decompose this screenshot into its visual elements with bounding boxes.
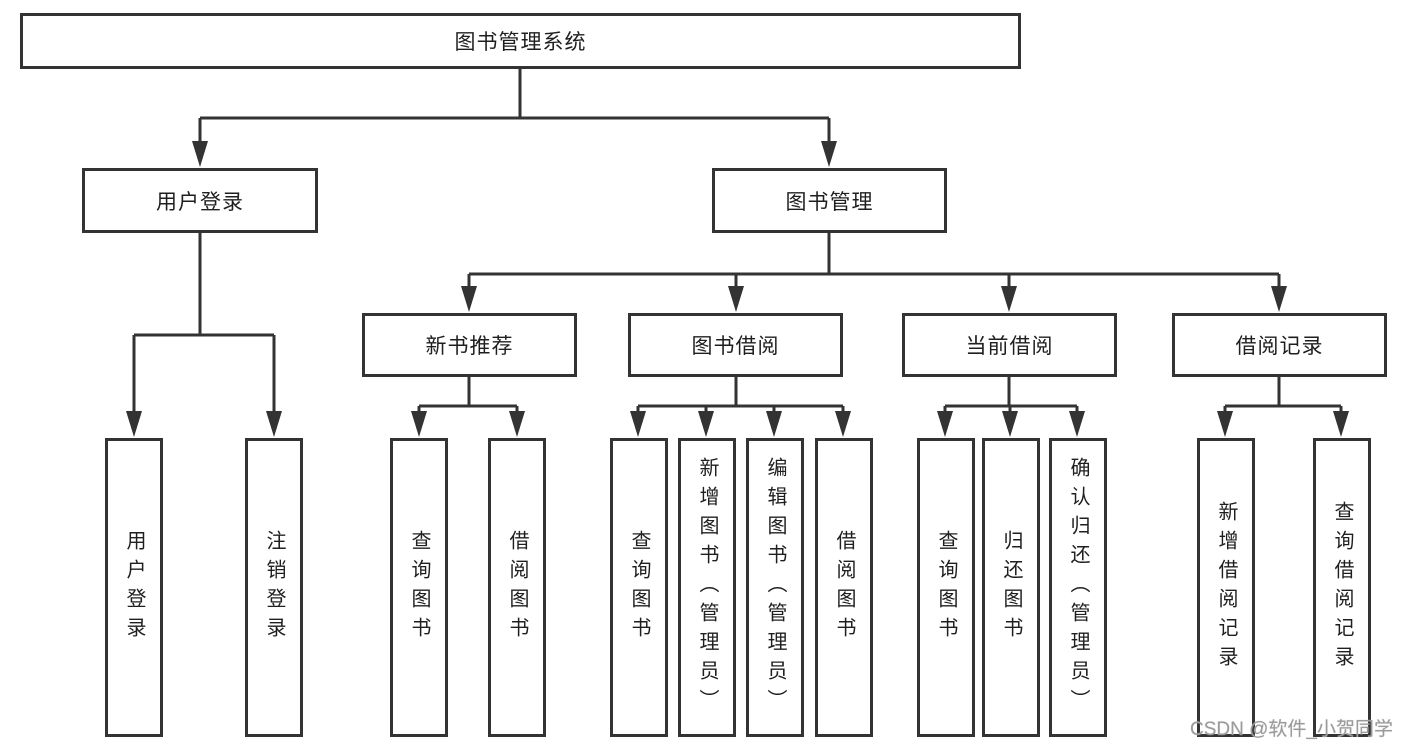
leaf-borrow-books-recommend: 借阅图书 [488,438,546,737]
tree-edges [132,68,1343,414]
leaf-query-books-current: 查询图书 [917,438,975,737]
csdn-watermark: CSDN @软件_小贺同学 [1190,719,1393,740]
arrowhead [1217,411,1233,437]
arrowhead [509,411,525,437]
leaf-add-books-admin: 新增图书（管理员） [678,438,736,737]
leaf-logout: 注销登录 [245,438,303,737]
arrowhead [266,411,282,437]
node-current-borrowing: 当前借阅 [902,313,1117,377]
leaf-add-borrowing-record: 新增借阅记录 [1197,438,1255,737]
arrowhead [1002,411,1018,437]
leaf-borrow-books: 借阅图书 [815,438,873,737]
arrowhead [630,411,646,437]
arrowhead [766,411,782,437]
arrowhead [1333,411,1349,437]
arrowhead [192,141,208,167]
arrowhead [821,141,837,167]
leaf-edit-books-admin: 编辑图书（管理员） [746,438,804,737]
node-book-borrowing: 图书借阅 [628,313,843,377]
arrowhead [126,411,142,437]
leaf-query-books-recommend: 查询图书 [390,438,448,737]
arrowhead [937,411,953,437]
arrowhead [1271,286,1287,312]
leaf-return-books: 归还图书 [982,438,1040,737]
arrowhead [1069,411,1085,437]
node-new-book-recommendation: 新书推荐 [362,313,577,377]
leaf-query-borrowing-record: 查询借阅记录 [1313,438,1371,737]
node-borrowing-records: 借阅记录 [1172,313,1387,377]
node-book-management: 图书管理 [712,168,947,233]
node-library-management-system: 图书管理系统 [20,13,1021,69]
arrowhead [411,411,427,437]
arrowhead [1001,286,1017,312]
arrowhead [698,411,714,437]
arrowhead [461,286,477,312]
node-user-login: 用户登录 [82,168,318,233]
arrowhead [835,411,851,437]
leaf-query-books-borrowing: 查询图书 [610,438,668,737]
leaf-confirm-return-admin: 确认归还（管理员） [1049,438,1107,737]
leaf-user-login: 用户登录 [105,438,163,737]
arrowhead [728,286,744,312]
arrowheads [126,141,1349,437]
